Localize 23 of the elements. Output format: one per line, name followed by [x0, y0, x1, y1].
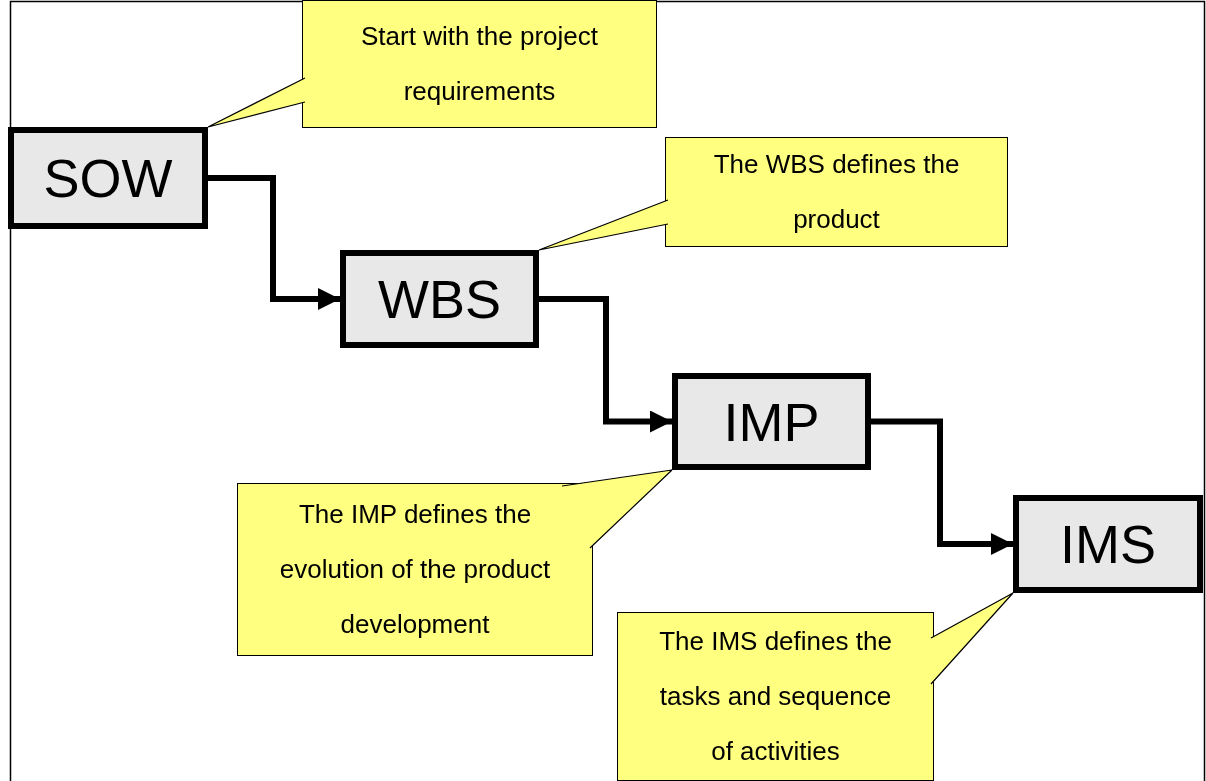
callout-pointer — [561, 469, 673, 549]
callout-pointer — [930, 592, 1014, 685]
box-label: WBS — [378, 268, 501, 330]
callout-box — [665, 137, 1008, 247]
callout-text: The IMS defines the tasks and sequence of activities — [658, 625, 893, 768]
process-box — [672, 373, 871, 470]
callout-box — [617, 612, 934, 781]
callout-text: Start with the project requirements — [360, 20, 599, 108]
process-box — [8, 127, 208, 229]
callout-text: The WBS defines the product — [712, 148, 961, 236]
box-label: SOW — [43, 147, 173, 209]
callout-box — [302, 0, 657, 128]
callout-text: The IMP defines the evolution of the product development — [278, 498, 552, 641]
callout-pointer — [207, 77, 306, 128]
callout-pointer — [538, 199, 669, 251]
callout-box — [237, 483, 593, 656]
box-label: IMP — [723, 390, 820, 453]
process-box — [340, 250, 539, 348]
arrow — [539, 296, 672, 433]
box-label: IMS — [1060, 513, 1156, 575]
arrow — [208, 175, 340, 310]
process-box — [1013, 495, 1203, 593]
arrow — [871, 418, 1013, 555]
